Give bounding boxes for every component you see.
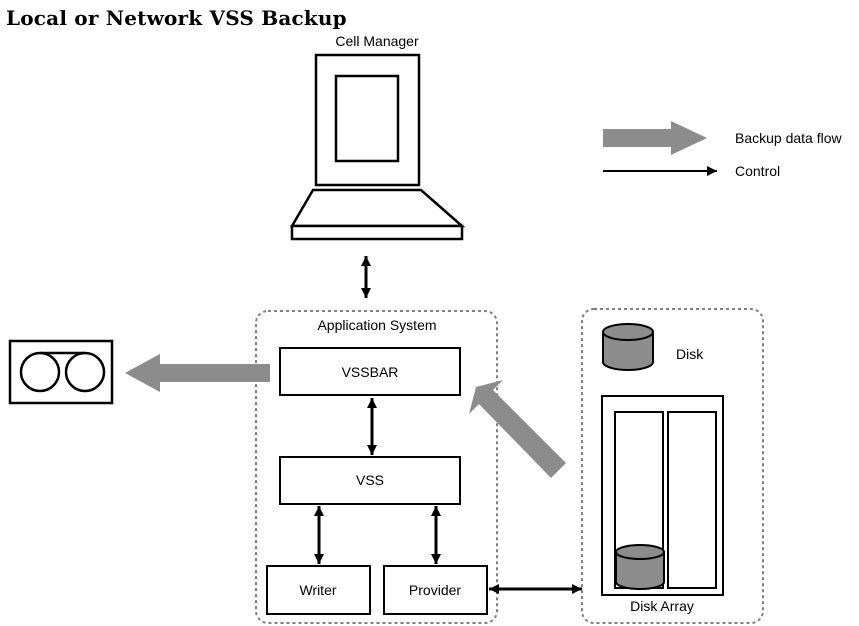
- data-flow-arrow-diskarray-vssbar: [469, 380, 566, 478]
- disk-array-cabinet-icon: [601, 395, 724, 596]
- provider-label: Provider: [409, 582, 461, 598]
- disk-array-container: [581, 308, 764, 624]
- provider-box: [383, 565, 488, 615]
- writer-box: [266, 565, 371, 615]
- cell-manager-label: Cell Manager: [335, 33, 419, 49]
- application-system-label: Application System: [317, 317, 436, 333]
- disk-array-label: Disk Array: [630, 598, 694, 614]
- disk-label: Disk: [676, 346, 704, 362]
- legend-data-flow-arrow: [603, 121, 707, 155]
- vssbar-box: [279, 347, 461, 396]
- cell-manager-computer-icon: [289, 53, 466, 241]
- vss-box: [279, 456, 461, 505]
- data-flow-arrow-vssbar-tape: [125, 354, 270, 392]
- vssbar-label: VSSBAR: [342, 364, 399, 380]
- vss-label: VSS: [356, 472, 384, 488]
- disk-icon: [602, 323, 654, 371]
- tape-drive-icon: [8, 339, 114, 405]
- diagram-title: Local or Network VSS Backup: [6, 6, 347, 30]
- application-system-container: [255, 310, 498, 624]
- writer-label: Writer: [299, 582, 336, 598]
- legend-control-label: Control: [735, 163, 780, 179]
- legend-data-flow-label: Backup data flow: [735, 130, 843, 146]
